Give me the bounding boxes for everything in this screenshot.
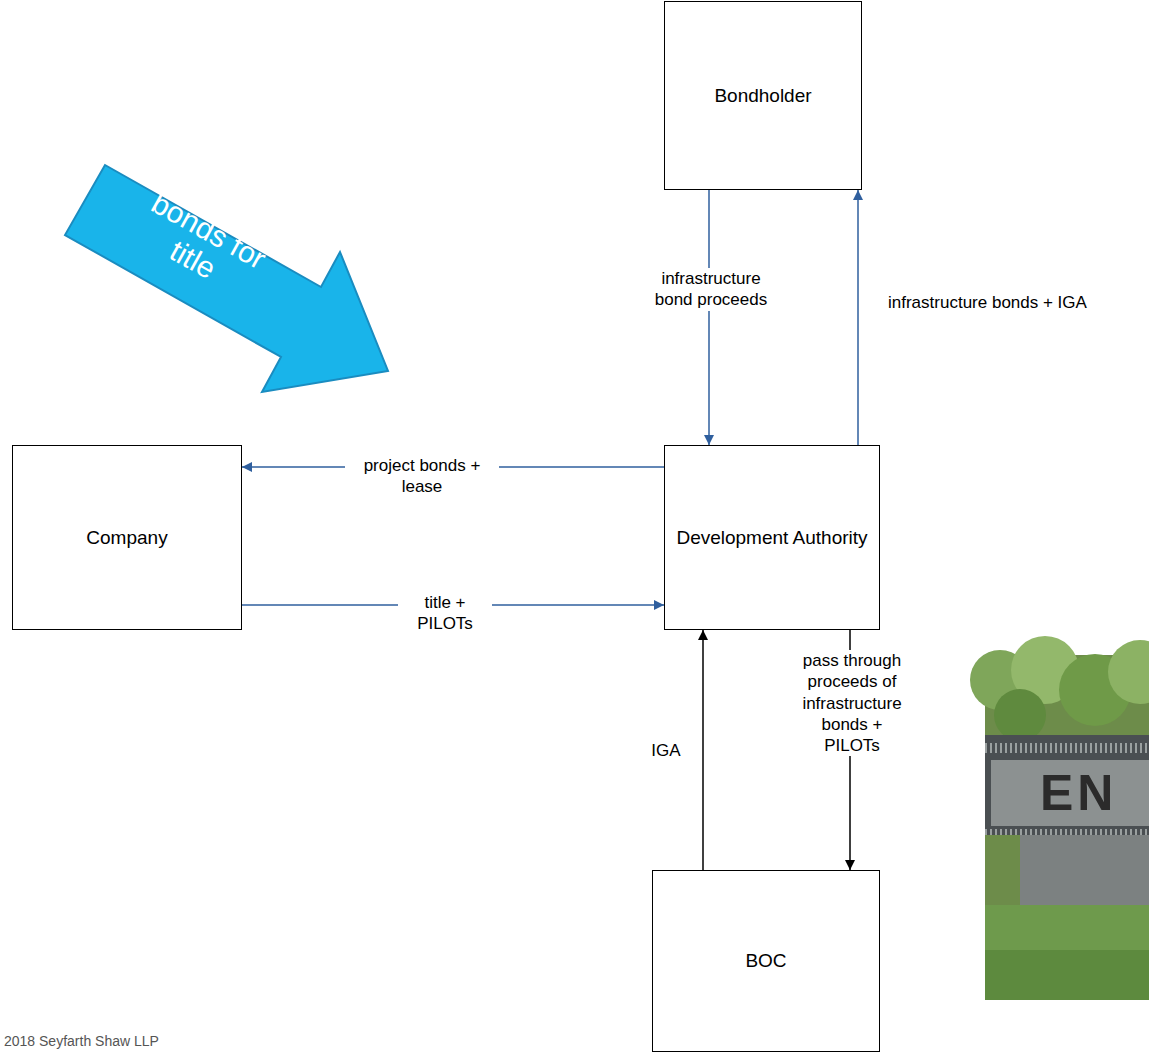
sign-frame — [985, 735, 1149, 835]
arrow-shape — [60, 150, 395, 410]
flow-label: pass through proceeds of infrastructure … — [790, 650, 914, 756]
flow-label: IGA — [640, 740, 692, 761]
tree-foliage — [1108, 640, 1149, 704]
box-title: Development Authority — [676, 526, 867, 550]
sign-lettering: EN — [1040, 764, 1117, 822]
callout-arrow: bonds for title — [60, 150, 395, 410]
box-title: Bondholder — [714, 84, 811, 108]
entity-box: Bondholder — [664, 1, 862, 190]
sign-stripes — [985, 743, 1149, 753]
flow-label: infrastructure bonds + IGA — [886, 278, 1105, 327]
entity-box: Company — [12, 445, 242, 630]
box-title: Company — [86, 526, 167, 550]
flow-label: title + PILOTs — [398, 592, 492, 635]
entity-box: Development Authority — [664, 445, 880, 630]
tree-foliage — [994, 689, 1046, 741]
photo-ground — [985, 655, 1149, 1000]
flow-arrow — [702, 630, 704, 870]
arrow-fill — [65, 165, 388, 392]
sign-base — [1020, 835, 1149, 915]
copyright-footer: 2018 Seyfarth Shaw LLP — [4, 1033, 159, 1049]
sign-panel — [991, 760, 1149, 826]
flow-label: project bonds + lease — [345, 455, 499, 498]
box-title: BOC — [745, 949, 786, 973]
grass — [985, 905, 1149, 1000]
flow-arrow — [857, 190, 859, 445]
flow-label: infrastructure bond proceeds — [644, 268, 778, 311]
grass — [985, 950, 1149, 1000]
entity-box: BOC — [652, 870, 880, 1052]
sign-stripes — [985, 829, 1149, 835]
flow-arrow — [708, 190, 710, 445]
